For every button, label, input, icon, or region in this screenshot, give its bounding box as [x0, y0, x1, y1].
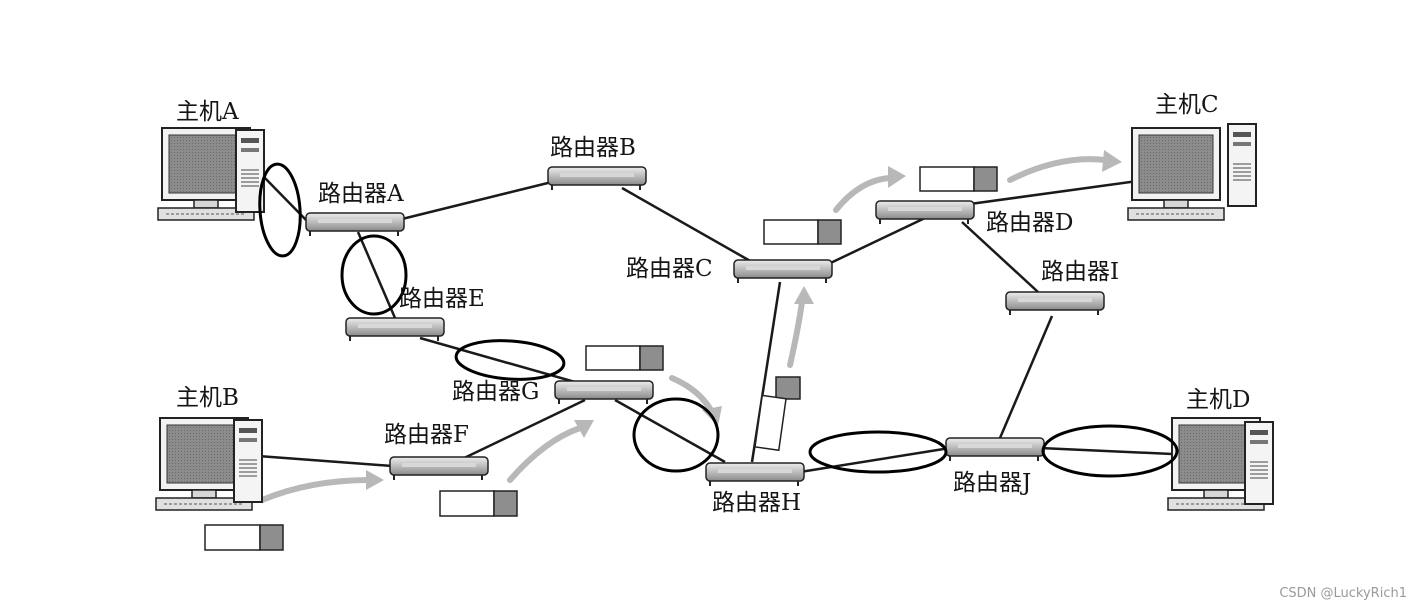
link-routerD-hostC [969, 178, 1146, 206]
router-d-label: 路由器D [986, 210, 1074, 236]
packet-2 [439, 490, 518, 517]
highlight-ellipse-G-H-link [632, 397, 720, 473]
packet-6 [919, 166, 998, 192]
packet-1 [204, 524, 284, 551]
router-f-label: 路由器F [384, 422, 469, 448]
router-a-label: 路由器A [318, 181, 404, 207]
link-routerC-routerD [819, 216, 926, 270]
flow-arrow-1 [259, 477, 373, 503]
routers [305, 166, 1105, 486]
host-d-computer [1167, 417, 1274, 511]
highlight-ellipse-hostA-link [258, 162, 302, 258]
router-j-label: 路由器J [953, 470, 1032, 496]
router-i [1005, 291, 1105, 315]
host-a-computer [157, 127, 265, 221]
router-j [945, 437, 1045, 461]
packets [204, 166, 998, 551]
highlight-ellipse-A-E-link [340, 234, 408, 316]
router-d [875, 200, 975, 224]
router-e [345, 317, 445, 341]
packet-5 [763, 219, 842, 245]
host-b-label: 主机B [176, 385, 239, 411]
flow-arrow-4 [787, 299, 805, 368]
flow-arrow-1-head [366, 470, 384, 490]
flow-arrow-4-head [794, 286, 814, 304]
flow-arrow-2 [507, 425, 583, 483]
connection-lines [257, 174, 1173, 474]
host-c-computer [1127, 123, 1257, 221]
link-routerD-routerI [961, 221, 1039, 293]
flow-arrow-3 [669, 375, 715, 415]
flow-arrow-5 [833, 175, 893, 213]
link-routerF-routerG [459, 398, 586, 462]
highlight-ellipse-E-G-link [454, 339, 566, 381]
watermark: CSDN @LuckyRich1 [1279, 586, 1407, 601]
link-routerG-routerH [614, 398, 726, 464]
highlight-ellipse-J-hostD-link [1041, 424, 1179, 478]
router-h [705, 462, 805, 486]
packet-4-vertical [754, 376, 801, 452]
router-g-label: 路由器G [452, 379, 540, 405]
router-b-label: 路由器B [550, 135, 636, 161]
host-c-label: 主机C [1155, 92, 1219, 118]
link-routerI-routerJ [998, 315, 1054, 439]
router-f [389, 456, 489, 480]
router-e-label: 路由器E [399, 286, 485, 312]
router-c-label: 路由器C [626, 256, 713, 282]
link-routerA-routerE [356, 231, 397, 319]
link-routerH-routerJ [799, 446, 951, 474]
flow-arrow-6-head [1102, 150, 1122, 172]
host-a-label: 主机A [176, 99, 239, 125]
link-routerJ-hostD [1039, 446, 1173, 456]
link-routerA-routerB [397, 178, 561, 222]
router-b [547, 166, 647, 190]
router-g [554, 380, 654, 404]
packet-3 [585, 345, 664, 371]
flow-arrow-5-head [888, 166, 906, 188]
router-a [305, 212, 405, 236]
highlight-ellipses [258, 162, 1179, 478]
highlight-ellipse-H-J-link [808, 430, 948, 474]
host-d-label: 主机D [1186, 387, 1251, 413]
flow-arrow-6 [1007, 156, 1108, 183]
router-i-label: 路由器I [1041, 259, 1120, 285]
packet-flow-arrows [259, 150, 1122, 503]
host-b-computer [155, 417, 263, 511]
router-h-label: 路由器H [712, 490, 802, 516]
flow-arrow-2-head [574, 420, 594, 438]
link-hostB-routerF [257, 454, 393, 468]
router-c [733, 259, 833, 283]
link-routerB-routerC [621, 186, 753, 264]
